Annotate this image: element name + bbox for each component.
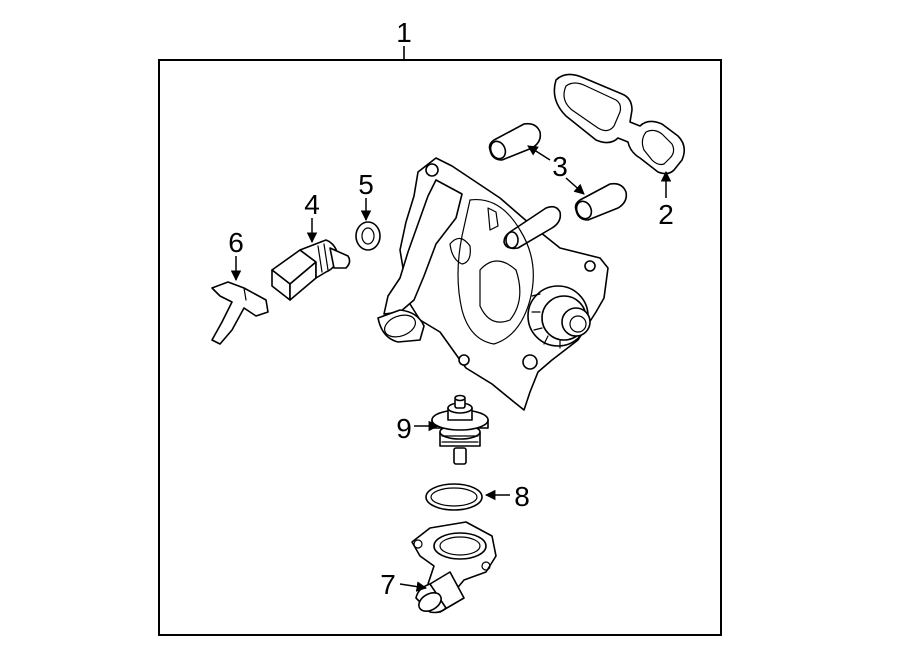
temperature-sensor-part-4 bbox=[271, 239, 351, 301]
dowel-pin-upper bbox=[488, 122, 542, 161]
assembly-frame bbox=[158, 59, 722, 636]
retaining-clip-part-6 bbox=[211, 281, 269, 345]
callout-4-label: 4 bbox=[304, 189, 320, 220]
callout-1-label: 1 bbox=[396, 17, 412, 48]
seal-ring-part-5 bbox=[355, 221, 381, 251]
o-ring-part-8 bbox=[425, 483, 483, 511]
callout-3-label: 3 bbox=[552, 151, 568, 182]
callout-7-leader bbox=[399, 581, 428, 592]
water-pump-housing bbox=[377, 157, 609, 411]
callout-2-label: 2 bbox=[658, 199, 674, 230]
callout-5-label: 5 bbox=[358, 169, 374, 200]
dowel-pin-lower bbox=[574, 182, 628, 221]
gasket-part-2 bbox=[553, 73, 686, 175]
thermostat-part-9 bbox=[431, 394, 489, 465]
callout-9-label: 9 bbox=[396, 413, 412, 444]
thermostat-housing-part-7 bbox=[411, 521, 497, 614]
callout-8-label: 8 bbox=[514, 481, 530, 512]
callout-6-label: 6 bbox=[228, 227, 244, 258]
callout-7-label: 7 bbox=[380, 569, 396, 600]
callout-3-leader-b bbox=[565, 177, 585, 195]
callout-3-leader-a bbox=[527, 145, 551, 161]
